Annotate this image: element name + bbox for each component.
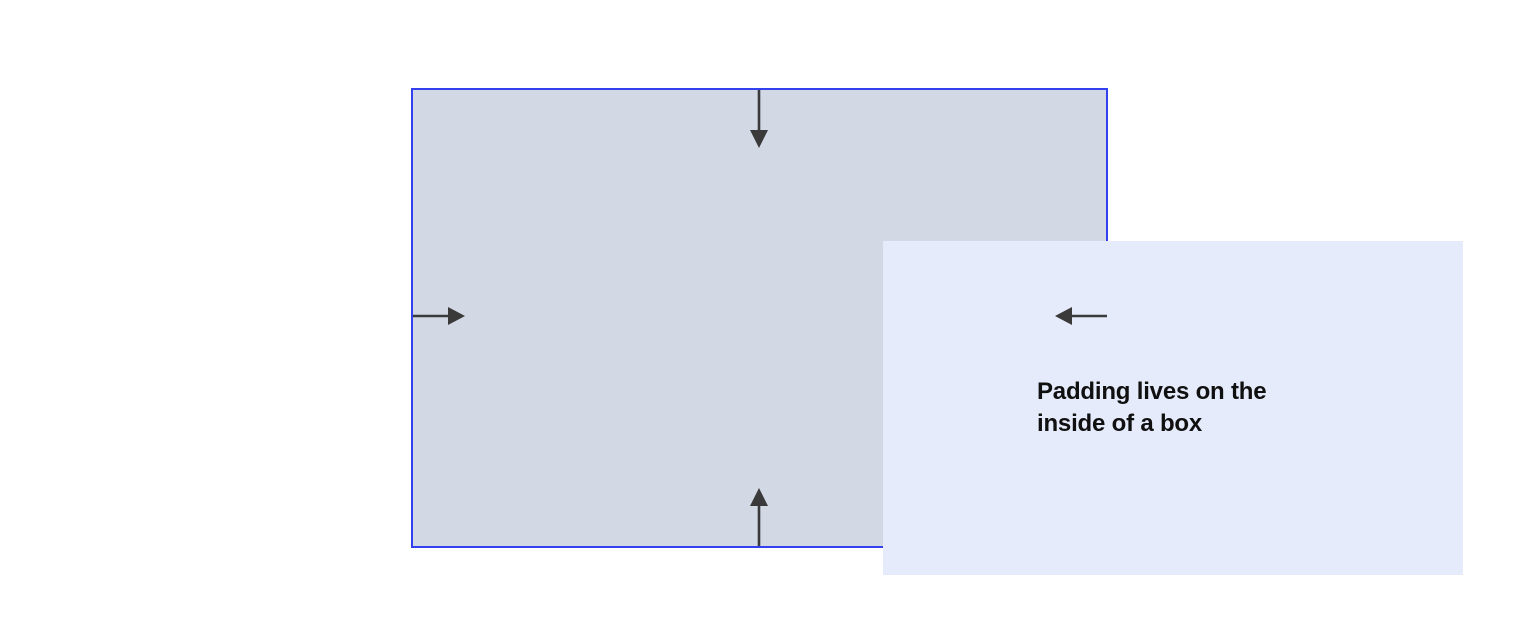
padding-arrow-bottom-icon [750,488,768,546]
padding-arrow-top-icon [750,90,768,148]
element-border-box: Padding lives on the inside of a box [411,88,1463,575]
content-box-label: Padding lives on the inside of a box [1037,378,1267,437]
padding-arrow-right-icon [1055,307,1107,325]
padding-arrow-left-icon [413,307,465,325]
content-box: Padding lives on the inside of a box [883,241,1463,575]
